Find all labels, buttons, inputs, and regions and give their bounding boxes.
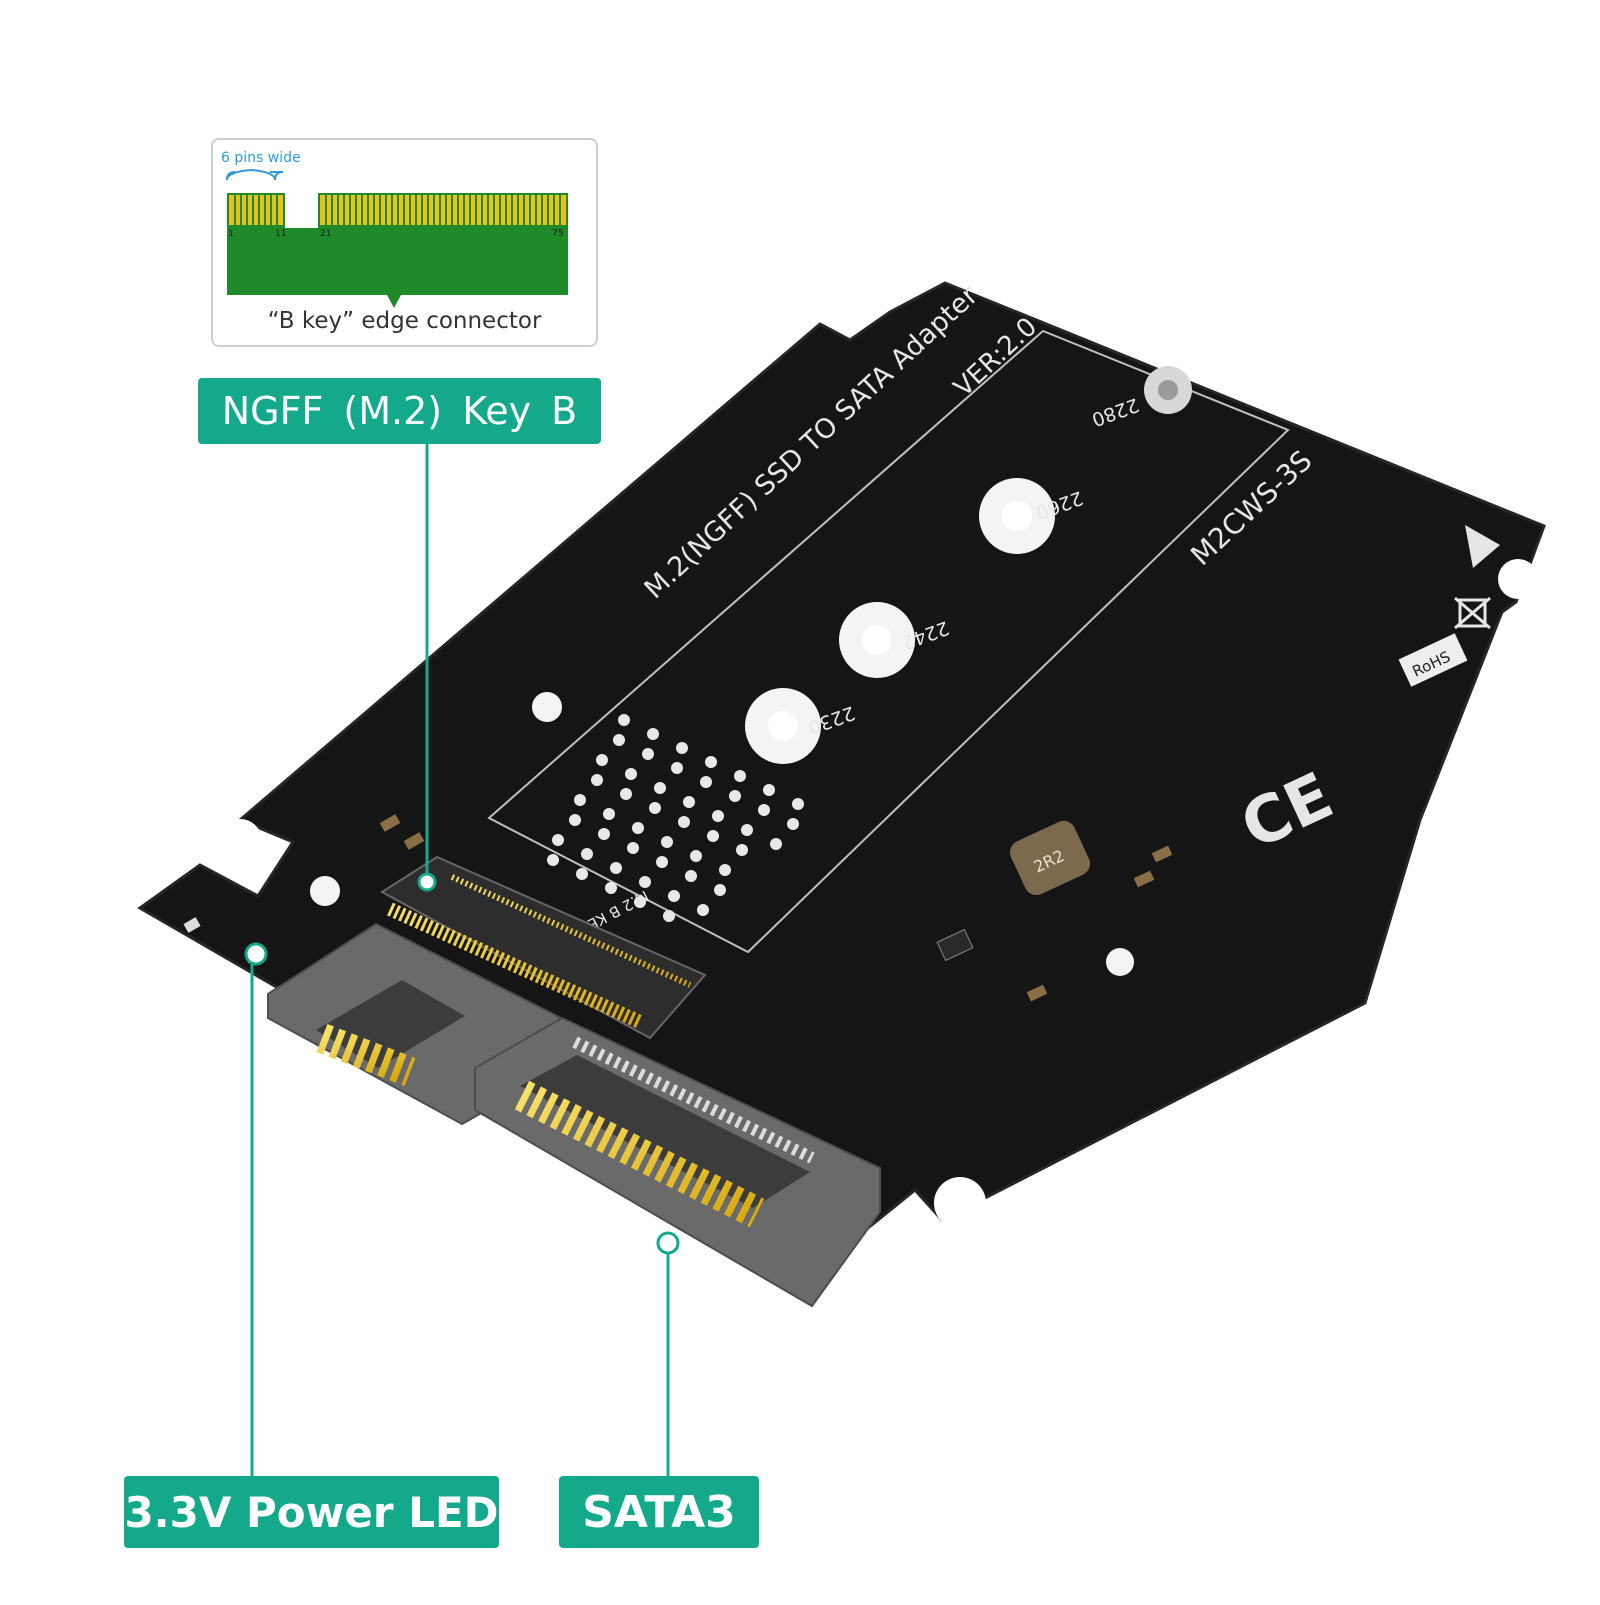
edge-connector-graphic: 1 11 21 75 xyxy=(226,168,568,308)
vent-dot xyxy=(620,788,632,800)
vent-dot xyxy=(569,814,581,826)
vent-dot xyxy=(719,864,731,876)
pin-width-note: 6 pins wide xyxy=(221,150,301,166)
vent-dot xyxy=(685,870,697,882)
vent-dot xyxy=(627,842,639,854)
vent-dot xyxy=(729,790,741,802)
vent-dot xyxy=(705,756,717,768)
pin-label-21: 21 xyxy=(320,229,331,239)
vent-dot xyxy=(591,774,603,786)
vent-dot xyxy=(712,810,724,822)
vent-dot xyxy=(661,836,673,848)
vent-dot xyxy=(697,904,709,916)
vent-dot xyxy=(787,818,799,830)
vent-dot xyxy=(634,896,646,908)
vent-dot xyxy=(763,784,775,796)
vent-dot xyxy=(671,762,683,774)
vent-dot xyxy=(700,776,712,788)
ngff-key-b-label: NGFF (M.2) Key B xyxy=(198,378,601,444)
inductor-2r2: 2R2 xyxy=(1009,820,1091,896)
vent-dot xyxy=(668,890,680,902)
vent-dot xyxy=(690,850,702,862)
inset-caption: “B key” edge connector xyxy=(267,308,542,334)
vent-dot xyxy=(598,828,610,840)
vent-dot xyxy=(770,838,782,850)
vent-dot xyxy=(734,770,746,782)
b-key-inset: 6 pins wide 1 11 21 75 “B key” edge conn… xyxy=(211,138,598,347)
vent-dot xyxy=(663,910,675,922)
sata3-label: SATA3 xyxy=(559,1476,759,1548)
vent-dot xyxy=(678,816,690,828)
vent-dot xyxy=(714,884,726,896)
vent-dot xyxy=(736,844,748,856)
vent-dot xyxy=(605,882,617,894)
sata-data-connector xyxy=(474,1016,881,1308)
vent-dot xyxy=(741,824,753,836)
vent-dot xyxy=(683,796,695,808)
vent-dot xyxy=(613,734,625,746)
vent-dot xyxy=(610,862,622,874)
vent-dot xyxy=(647,728,659,740)
vent-dot xyxy=(632,822,644,834)
smd-components xyxy=(183,814,1173,1002)
vent-dot xyxy=(654,782,666,794)
vent-dot xyxy=(676,742,688,754)
vent-dot xyxy=(639,876,651,888)
chip-u5 xyxy=(936,928,974,962)
callout-leader-lines xyxy=(244,444,680,1476)
vent-dot xyxy=(758,804,770,816)
ssd-area-outline xyxy=(487,329,1290,954)
vent-dot xyxy=(603,808,615,820)
vent-dot xyxy=(581,848,593,860)
ventilation-dots xyxy=(547,714,804,922)
mounting-holes xyxy=(310,366,1192,976)
vent-dot xyxy=(649,802,661,814)
m2-slot-connector xyxy=(380,855,707,1040)
vent-dot xyxy=(576,868,588,880)
pin-label-1: 1 xyxy=(228,229,234,239)
vent-dot xyxy=(792,798,804,810)
vent-dot xyxy=(707,830,719,842)
vent-dot xyxy=(625,768,637,780)
vent-dot xyxy=(596,754,608,766)
pin-label-11: 11 xyxy=(275,229,286,239)
vent-dot xyxy=(552,834,564,846)
weee-bin-icon xyxy=(1454,596,1491,630)
vent-dot xyxy=(642,748,654,760)
esd-warning-icon xyxy=(1465,525,1500,568)
pin-label-75: 75 xyxy=(552,229,563,239)
vent-dot xyxy=(547,854,559,866)
vent-dot xyxy=(618,714,630,726)
vent-dot xyxy=(656,856,668,868)
vent-dot xyxy=(574,794,586,806)
power-led-label: 3.3V Power LED xyxy=(124,1476,499,1548)
